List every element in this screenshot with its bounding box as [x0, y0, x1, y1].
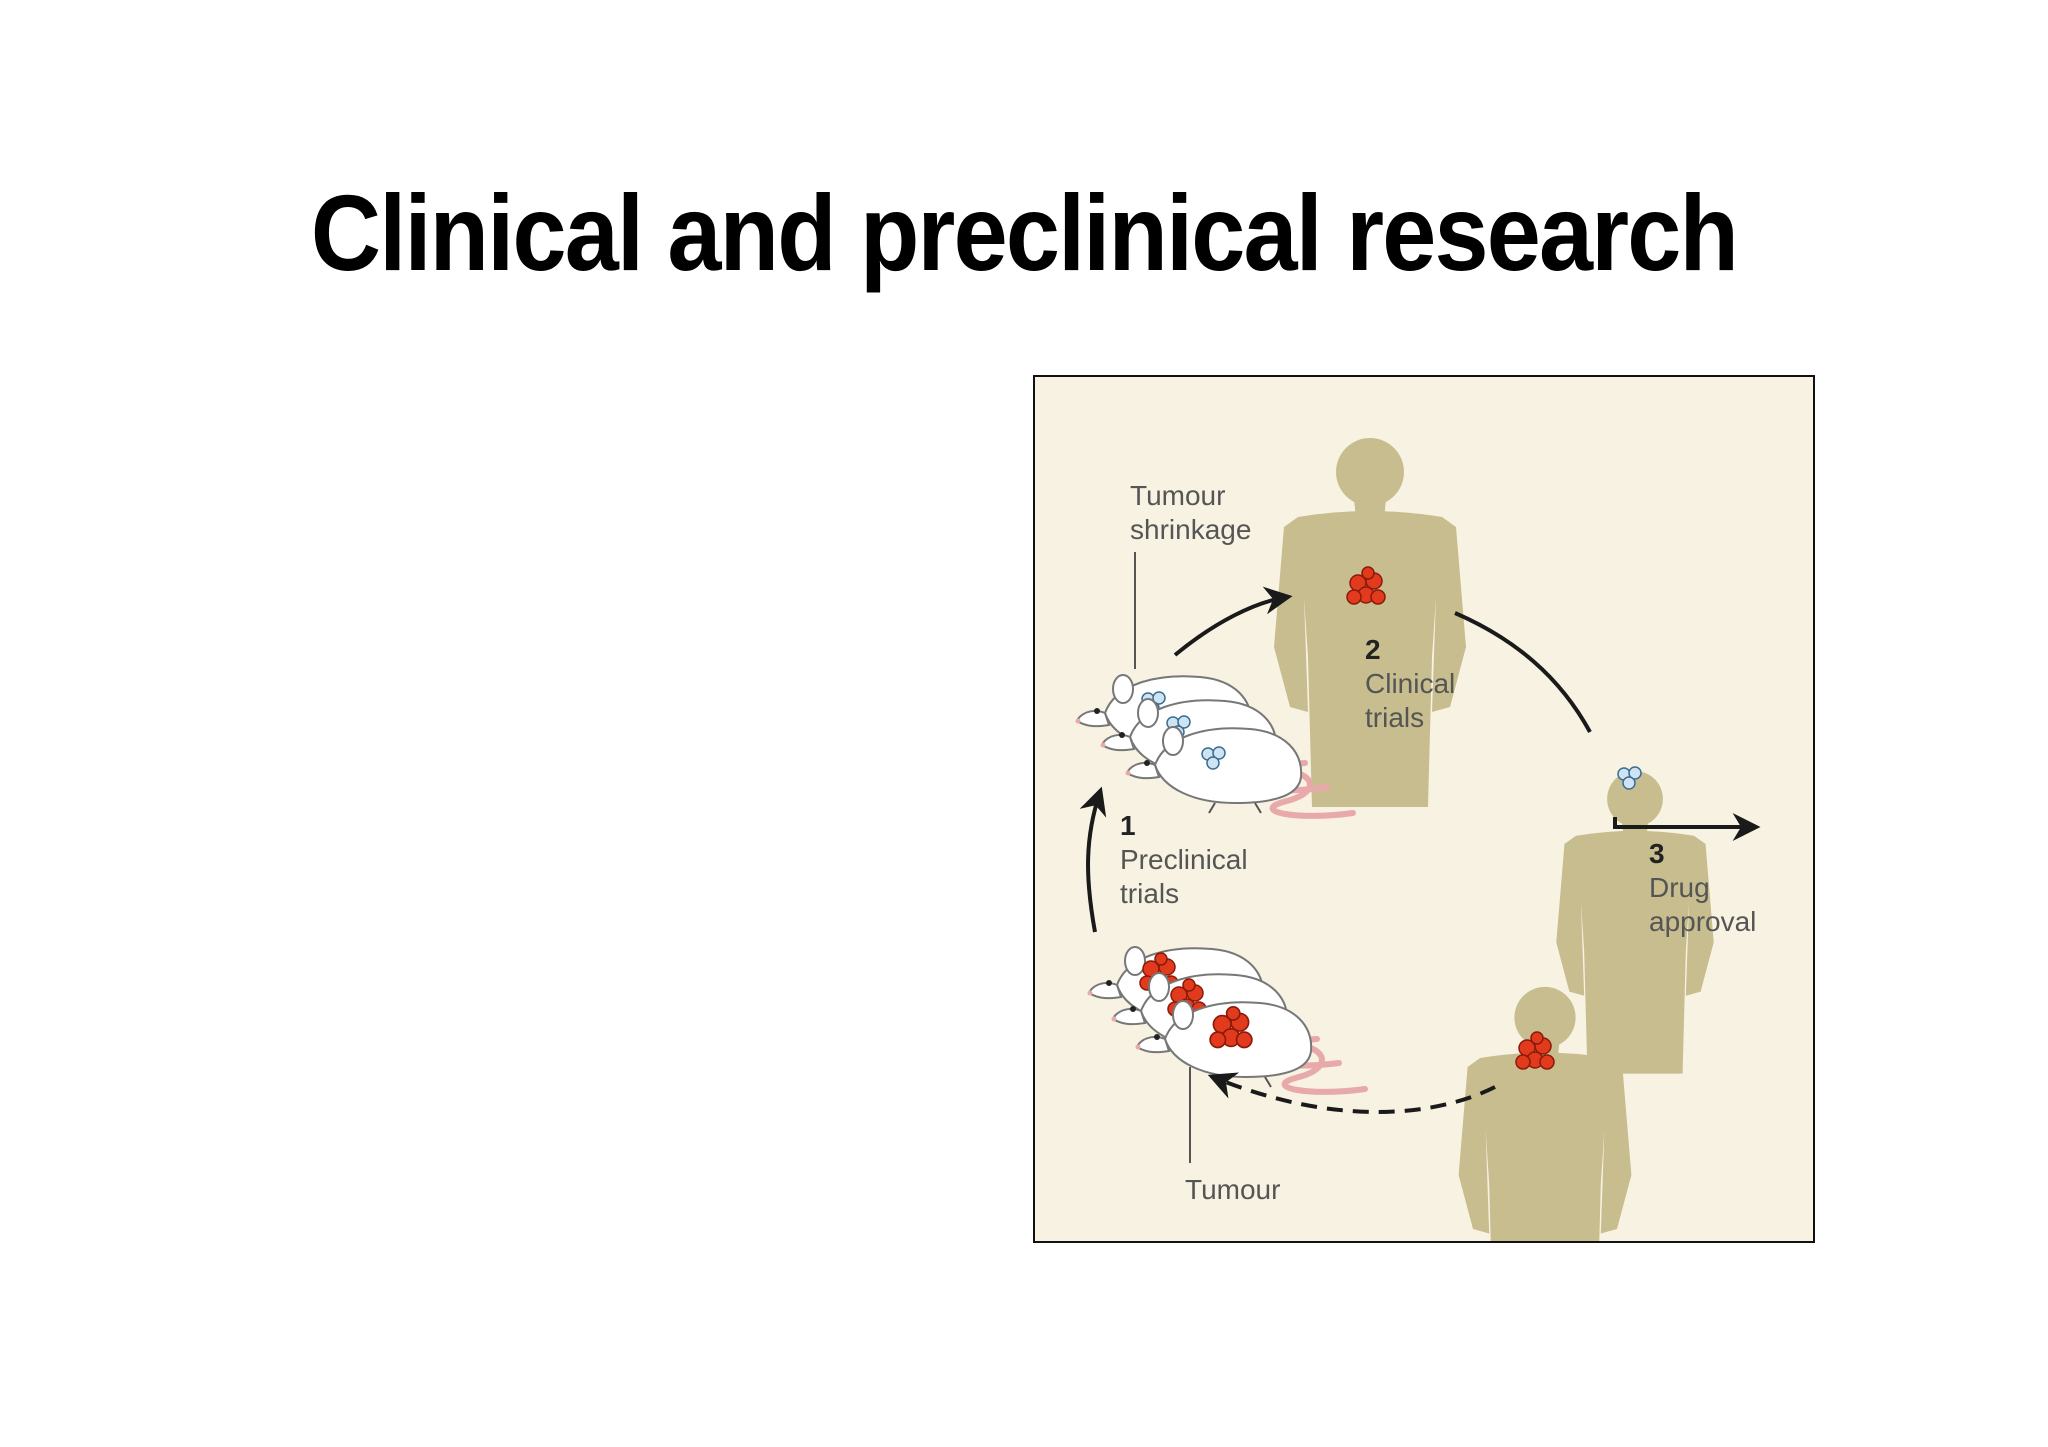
- mice-tumour: [1086, 946, 1368, 1095]
- label-tumour-shrinkage-1: Tumour: [1130, 480, 1225, 511]
- research-cycle-figure: Tumour shrinkage 2 Clinical trials 1 Pre…: [1033, 375, 1815, 1243]
- research-cycle-diagram: Tumour shrinkage 2 Clinical trials 1 Pre…: [1035, 377, 1813, 1241]
- arrow-preclinical-up: [1079, 786, 1107, 933]
- step-3-line1: Drug: [1649, 872, 1710, 903]
- arrow-drug-approval: [1613, 813, 1761, 841]
- step-1-number: 1: [1120, 810, 1136, 841]
- step-2-number: 2: [1365, 634, 1381, 665]
- step-1-line2: trials: [1120, 878, 1179, 909]
- label-tumour: Tumour: [1185, 1174, 1280, 1205]
- step-3-line2: approval: [1649, 906, 1756, 937]
- label-tumour-shrinkage-2: shrinkage: [1130, 514, 1251, 545]
- arrow-new-patient-dashed: [1207, 1072, 1496, 1114]
- arrow-to-clinical: [1173, 586, 1293, 657]
- step-1-line1: Preclinical: [1120, 844, 1248, 875]
- step-3-number: 3: [1649, 838, 1665, 869]
- arrow-clinical-to-approval: [1454, 611, 1592, 733]
- step-2-line1: Clinical: [1365, 668, 1455, 699]
- step-2-line2: trials: [1365, 702, 1424, 733]
- mice-tumour-shrinkage: [1074, 674, 1356, 819]
- slide-title: Clinical and preclinical research: [310, 172, 1739, 293]
